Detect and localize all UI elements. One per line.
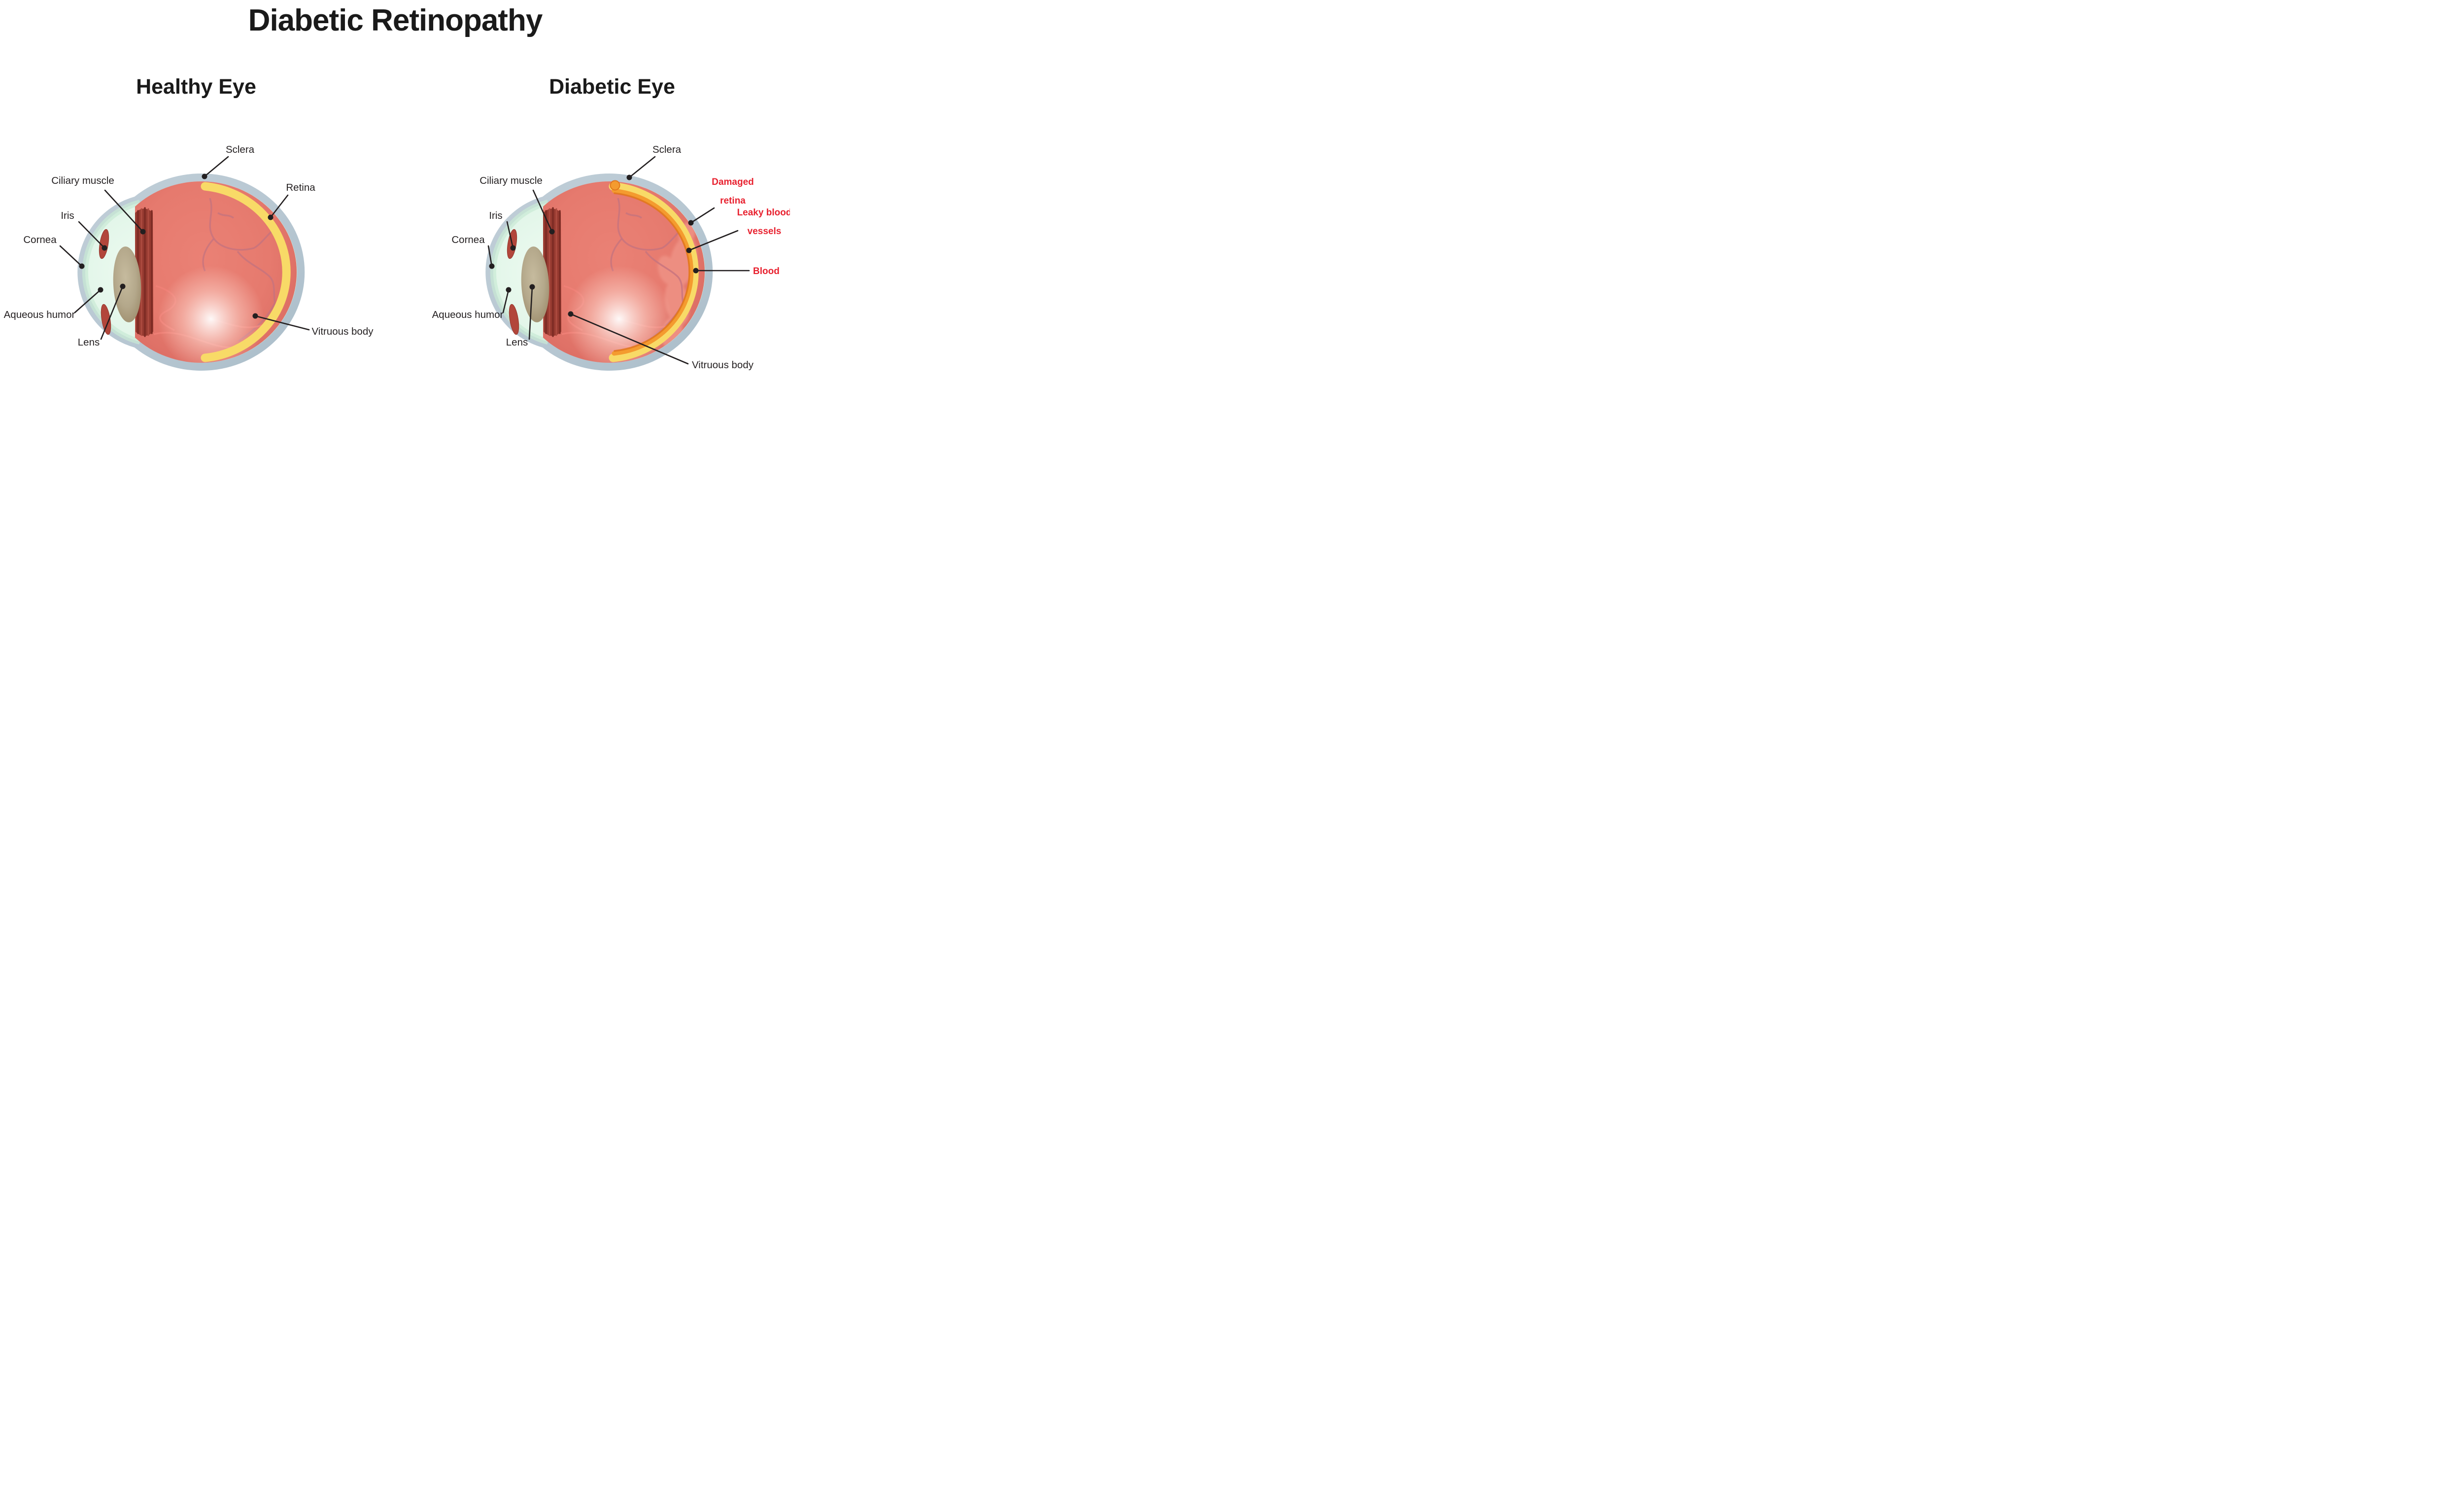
label-iris-diabetic: Iris (489, 210, 516, 251)
leader-dot-iris-diabetic (510, 245, 516, 251)
leader-damaged-retina (690, 207, 715, 224)
diagram-canvas: Diabetic Retinopathy Healthy Eye Diabeti… (0, 0, 790, 374)
label-cornea-diabetic: Cornea (451, 234, 495, 269)
leader-dot-aqueous-humor-diabetic (506, 287, 512, 293)
label-sclera: Sclera (202, 144, 255, 179)
label-retina: Retina (268, 182, 315, 220)
label-lens-diabetic: Lens (506, 284, 535, 348)
label-text-iris: Iris (61, 210, 74, 221)
label-text-cornea: Cornea (23, 234, 57, 245)
diabetic-eye-labels: Sclera Ciliary muscle Iris Cornea Aqueou (432, 144, 790, 371)
label-text-sclera-diabetic: Sclera (652, 144, 682, 155)
label-ciliary-muscle: Ciliary muscle (51, 175, 146, 235)
label-text-ciliary-muscle: Ciliary muscle (51, 175, 114, 186)
leader-lens-diabetic (528, 286, 533, 340)
label-aqueous-humor-diabetic: Aqueous humor (432, 287, 512, 320)
label-text-lens-diabetic: Lens (506, 337, 528, 348)
label-sclera-diabetic: Sclera (626, 144, 682, 180)
page-title: Diabetic Retinopathy (248, 3, 543, 37)
label-text-vitruous-body-diabetic: Vitruous body (692, 359, 754, 371)
damaged-retina-blob (610, 180, 620, 191)
label-blood: Blood (693, 266, 780, 277)
label-text-cornea-diabetic: Cornea (451, 234, 485, 245)
label-text-sclera: Sclera (226, 144, 255, 155)
healthy-eye-illustration (77, 174, 305, 371)
label-text-retina: Retina (286, 182, 315, 193)
leader-leaky-blood-vessels (688, 230, 739, 251)
leader-lens (100, 285, 124, 340)
leader-sclera (204, 156, 229, 177)
leader-dot-retina (268, 214, 274, 220)
healthy-eye-labels: Sclera Retina Ciliary muscle Iris Cornea (4, 144, 374, 348)
leader-dot-iris (102, 245, 107, 251)
leader-ciliary-muscle (104, 189, 144, 233)
diabetic-eye-illustration (485, 174, 713, 371)
panel-title-diabetic: Diabetic Eye (549, 75, 675, 99)
leader-dot-blood (693, 268, 699, 274)
label-text-lens: Lens (78, 337, 100, 348)
leader-dot-damaged-retina (688, 220, 694, 226)
label-aqueous-humor: Aqueous humor (4, 287, 103, 320)
leader-cornea (59, 245, 83, 267)
panel-title-healthy: Healthy Eye (136, 75, 256, 99)
diabetic-retinopathy-diagram: Diabetic Retinopathy Healthy Eye Diabeti… (4, 3, 790, 371)
leader-cornea-diabetic (487, 245, 493, 267)
label-vitruous-body: Vitruous body (252, 313, 374, 337)
label-vitruous-body-diabetic: Vitruous body (568, 311, 754, 371)
leader-sclera-diabetic (628, 156, 656, 178)
diabetic-eye-panel: Sclera Ciliary muscle Iris Cornea Aqueou (432, 144, 790, 371)
label-text-aqueous-humor: Aqueous humor (4, 309, 75, 320)
label-text-blood: Blood (753, 266, 780, 277)
leader-dot-lens-diabetic (529, 284, 535, 290)
label-lens: Lens (78, 283, 126, 348)
leader-dot-sclera-diabetic (626, 174, 632, 180)
leader-dot-leaky-blood-vessels (686, 247, 692, 253)
label-text-iris-diabetic: Iris (489, 210, 502, 221)
label-ciliary-muscle-diabetic: Ciliary muscle (479, 175, 555, 235)
leader-dot-vitruous-body (252, 313, 258, 319)
leader-ciliary-muscle-diabetic (532, 189, 553, 233)
healthy-eye-panel: Sclera Retina Ciliary muscle Iris Cornea (4, 144, 374, 371)
leader-vitruous-body (254, 315, 310, 331)
leader-aqueous-humor-diabetic (502, 289, 510, 313)
leader-retina (270, 194, 289, 218)
leader-dot-aqueous-humor (98, 287, 103, 293)
leader-dot-lens (120, 283, 126, 289)
label-text-vitruous-body: Vitruous body (312, 326, 374, 337)
label-text-ciliary-muscle-diabetic: Ciliary muscle (479, 175, 543, 186)
leader-dot-ciliary-muscle-diabetic (549, 229, 555, 235)
leader-aqueous-humor (74, 289, 102, 313)
leader-vitruous-body-diabetic (570, 313, 689, 365)
leader-dot-sclera (202, 174, 207, 179)
leader-iris (78, 221, 105, 249)
leader-dot-vitruous-body-diabetic (568, 311, 574, 317)
leader-dot-cornea-diabetic (489, 263, 495, 269)
leader-iris-diabetic (506, 221, 514, 249)
label-text-aqueous-humor-diabetic: Aqueous humor (432, 309, 504, 320)
label-iris: Iris (61, 210, 107, 251)
leader-dot-ciliary-muscle (140, 229, 146, 235)
leader-dot-cornea (79, 263, 85, 269)
label-cornea: Cornea (23, 234, 85, 269)
